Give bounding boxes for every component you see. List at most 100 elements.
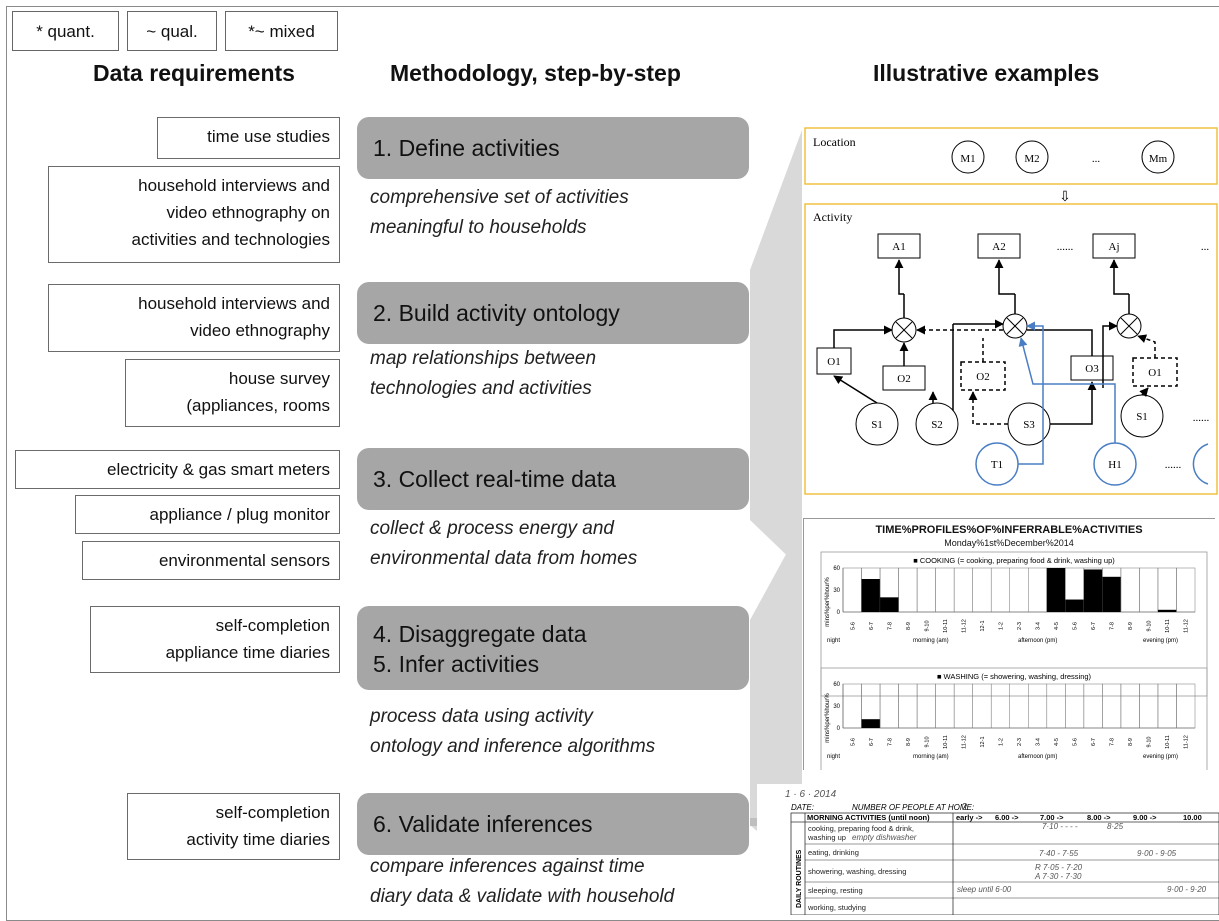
- diary-hand-eating-2: 9·00 - 9·05: [1137, 849, 1177, 858]
- profile-cell: [990, 567, 1010, 613]
- profile-ylabel: mins%per%hour%: [825, 693, 831, 743]
- activity-label: Activity: [813, 210, 852, 224]
- profile-title: TIME%PROFILES%OF%INFERRABLE%ACTIVITIES: [875, 524, 1143, 536]
- profile-xtick: 9-10: [1147, 620, 1153, 631]
- profile-cell: [1139, 567, 1159, 613]
- sensor-node-s2: S2: [915, 402, 959, 446]
- wedge-profile: [750, 525, 802, 870]
- profile-subtitle: Monday%1st%December%2014: [944, 538, 1074, 548]
- diary-hand-showering-2: A 7·30 - 7·30: [1034, 872, 1082, 881]
- req-line: appliance time diaries: [165, 643, 330, 662]
- profile-period-label: afternoon (pm): [1018, 754, 1057, 760]
- object-node-o2-dashed: O2: [960, 361, 1006, 391]
- profile-xtick: 8-9: [1128, 622, 1134, 630]
- sensor-node-h1: H1: [1093, 442, 1137, 486]
- svg-text:H1: H1: [1108, 459, 1121, 471]
- profile-period-label: morning (am): [913, 754, 949, 760]
- profile-bar: [861, 579, 881, 612]
- blue-node-ellipsis: ......: [1165, 459, 1182, 471]
- profile-xtick: 6-7: [869, 622, 875, 630]
- profile-bar: [880, 597, 899, 612]
- diary-time-6: 6.00 ->: [995, 813, 1019, 822]
- profile-xtick: 7-8: [1110, 622, 1116, 630]
- profile-cell: [953, 567, 973, 613]
- step-define-activities: 1. Define activities: [357, 117, 749, 179]
- profile-period-label: night: [827, 638, 840, 644]
- profile-cell: [1157, 567, 1177, 613]
- profile-cell: [1139, 683, 1159, 729]
- diary-time-8: 8.00 ->: [1087, 813, 1111, 822]
- profile-xtick: 12-1: [980, 736, 986, 747]
- diary-form: 1 · 6 · 2014 DATE: NUMBER OF PEOPLE AT H…: [785, 789, 1219, 916]
- profile-xtick: 8-9: [906, 738, 912, 746]
- profile-xtick: 6-7: [1091, 622, 1097, 630]
- step-disaggregate-infer: 4. Disaggregate data 5. Infer activities: [357, 606, 749, 690]
- legend-mixed: *~ mixed: [225, 11, 338, 51]
- diary-time-7: 7.00 ->: [1040, 813, 1064, 822]
- profile-charts: ■ COOKING (= cooking, preparing food & d…: [820, 551, 1208, 770]
- svg-text:S1: S1: [1136, 411, 1148, 423]
- profile-xtick: 2-3: [1017, 738, 1023, 746]
- diary-people-value: 2: [962, 802, 968, 813]
- profile-xtick: 11-12: [961, 735, 967, 749]
- profile-xtick: 10-11: [943, 735, 949, 749]
- profile-cell: [1046, 683, 1066, 729]
- profile-xtick: 10-11: [1165, 735, 1171, 749]
- example-time-profile: TIME%PROFILES%OF%INFERRABLE%ACTIVITIES M…: [803, 518, 1215, 770]
- ontology-diagram: Location M1 M2 ... Mm ⇩ Activity A1 A2 .…: [804, 127, 1218, 495]
- profile-cell: [842, 683, 862, 729]
- activity-panel: [804, 203, 1218, 495]
- profile-cell: [1065, 683, 1085, 729]
- diary-hand-cooking-2: 8·25: [1107, 822, 1124, 831]
- profile-xtick: 10-11: [1165, 619, 1171, 633]
- req-line: video ethnography on: [166, 203, 330, 222]
- profile-bar: [1046, 568, 1066, 612]
- svg-text:S2: S2: [931, 419, 943, 431]
- location-to-activity-arrow: ⇩: [1059, 190, 1071, 205]
- svg-text:O2: O2: [897, 373, 910, 385]
- profile-xtick: 9-10: [924, 620, 930, 631]
- profile-xtick: 4-5: [1054, 622, 1060, 630]
- profile-cell: [972, 567, 992, 613]
- diary-time-9: 9.00 ->: [1133, 813, 1157, 822]
- diary-time-10: 10.00: [1183, 813, 1202, 822]
- header-examples: Illustrative examples: [873, 60, 1100, 86]
- sensor-node-s1: S1: [855, 402, 899, 446]
- sensor-node-s1b: S1: [1120, 394, 1164, 438]
- req-smart-meters: electricity & gas smart meters: [15, 450, 340, 489]
- req-environmental-sensors: environmental sensors: [82, 541, 340, 580]
- profile-ytick: 60: [833, 566, 840, 572]
- req-line: household interviews and: [138, 176, 330, 195]
- profile-xtick: 5-6: [1073, 622, 1079, 630]
- profile-xtick: 7-8: [887, 738, 893, 746]
- profile-panel-legend: ■ WASHING (= showering, washing, dressin…: [937, 672, 1092, 681]
- req-activity-diaries: self-completion activity time diaries: [127, 793, 340, 860]
- location-ellipsis: ...: [1092, 153, 1101, 165]
- profile-bar: [861, 719, 881, 728]
- req-line: activities and technologies: [131, 230, 330, 249]
- diary-row-sleeping: sleeping, resting: [808, 886, 863, 895]
- connector-wedges: [750, 130, 802, 870]
- header-data-requirements: Data requirements: [93, 60, 295, 86]
- profile-cell: [1120, 567, 1140, 613]
- profile-cell: [990, 683, 1010, 729]
- profile-panel-frame: [820, 667, 1208, 770]
- diary-hand-eating-1: 7·40 - 7·55: [1039, 849, 1079, 858]
- profile-cell: [898, 683, 918, 729]
- req-line: (appliances, rooms: [186, 396, 330, 415]
- profile-cell: [1009, 567, 1029, 613]
- profile-panel-legend: ■ COOKING (= cooking, preparing food & d…: [913, 556, 1115, 565]
- activity-node-a2: A2: [977, 233, 1021, 259]
- profile-bar: [1157, 609, 1177, 612]
- profile-xtick: 4-5: [1054, 738, 1060, 746]
- svg-text:M1: M1: [960, 153, 975, 165]
- profile-ytick: 0: [837, 610, 841, 616]
- diary-row-working: working, studying: [807, 903, 866, 912]
- location-node-mm: Mm: [1141, 140, 1175, 174]
- profile-cell: [916, 683, 936, 729]
- object-node-o1-dashed: O1: [1132, 357, 1178, 387]
- profile-cell: [898, 567, 918, 613]
- diary-row-cooking-2: washing up: [807, 833, 846, 842]
